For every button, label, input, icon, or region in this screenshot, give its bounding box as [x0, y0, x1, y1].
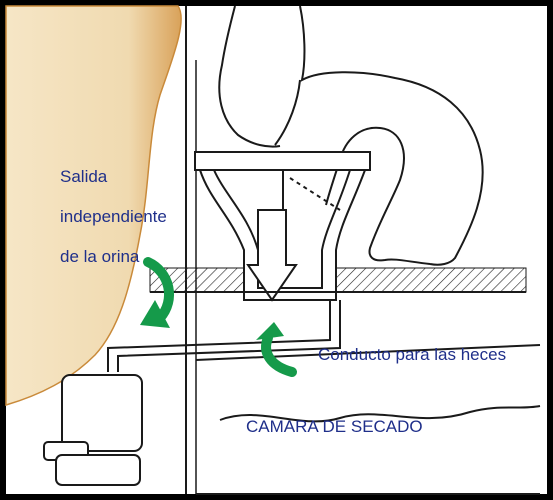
urine-outlet-label-line2: independiente: [60, 207, 167, 226]
urine-tank: [43, 374, 143, 486]
drying-chamber: [195, 344, 541, 495]
feces-direction-arrow: [246, 209, 298, 302]
seated-person: [218, 5, 484, 266]
urine-pipe: [107, 300, 341, 372]
urine-flow-arrow: [140, 257, 174, 328]
feces-conduit-label: Conducto para las heces: [318, 345, 507, 364]
feces-flow-arrow: [256, 322, 297, 377]
drying-chamber-label: CAMARA DE SECADO: [246, 417, 423, 436]
urine-outlet-label-line3: de la orina: [60, 247, 140, 266]
urine-outlet-label-line1: Salida: [60, 167, 108, 186]
floor-hatch-right: [335, 267, 527, 293]
toilet-pedestal: [194, 151, 371, 301]
